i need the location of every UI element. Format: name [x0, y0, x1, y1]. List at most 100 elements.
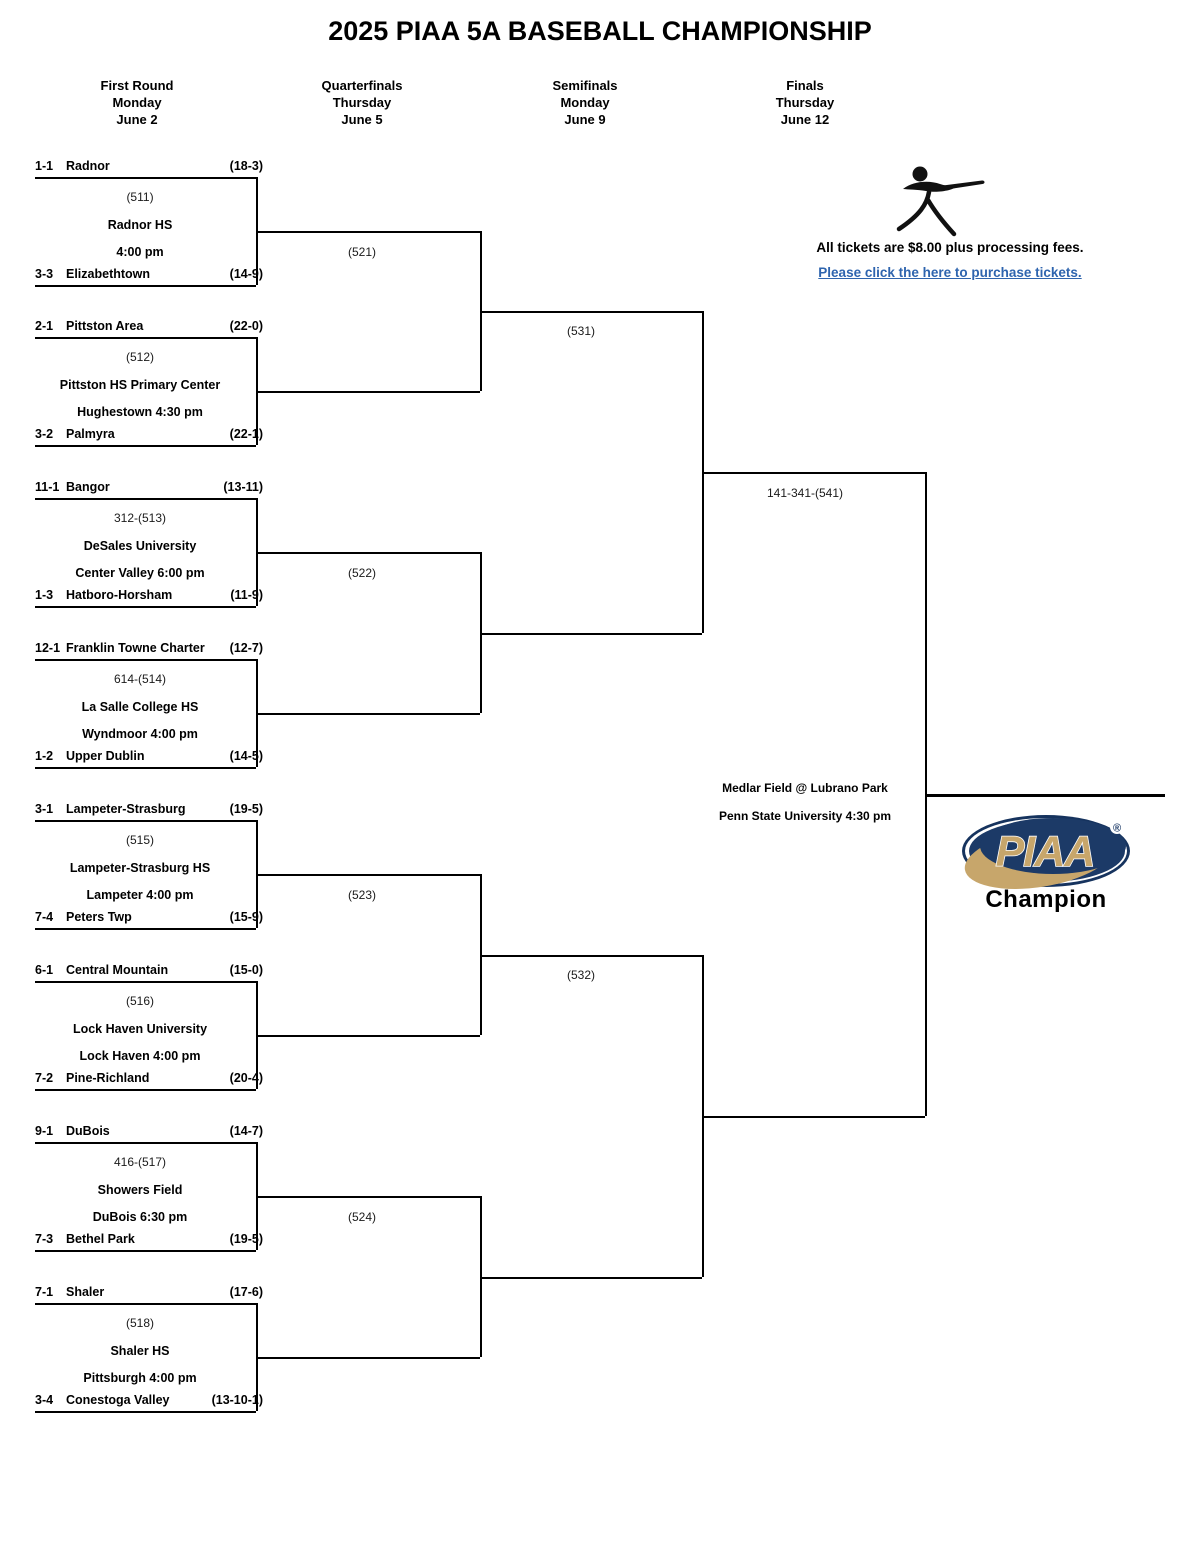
round-header-date: June 9: [564, 112, 606, 127]
game-venue: Pittston HS Primary Center: [59, 378, 221, 392]
game-time: Wyndmoor 4:00 pm: [82, 727, 198, 741]
team-name: Elizabethtown: [66, 267, 151, 281]
team-name: DuBois: [66, 1124, 110, 1138]
winner-advance-line: [256, 231, 480, 233]
team-name: Pine-Richland: [66, 1071, 150, 1085]
winner-advance-line: [256, 874, 480, 876]
team-name: Franklin Towne Charter: [66, 641, 205, 655]
winner-advance-line: [702, 472, 925, 474]
team-name: Radnor: [66, 159, 110, 173]
game-time: DuBois 6:30 pm: [92, 1210, 188, 1224]
game-time: Center Valley 6:00 pm: [75, 566, 205, 580]
game-venue: Lock Haven University: [72, 1022, 208, 1036]
team-row: 7-3 Bethel Park (19-5): [35, 1232, 263, 1247]
game-time: Pittsburgh 4:00 pm: [83, 1371, 197, 1385]
team-seed: 7-3: [35, 1232, 54, 1246]
team-name: Peters Twp: [66, 910, 132, 924]
winner-advance-line: [480, 311, 702, 313]
game-number: 416-(517): [113, 1155, 167, 1169]
final-time: Penn State University 4:30 pm: [718, 809, 892, 823]
round-header-date: June 5: [341, 112, 383, 127]
matchup-bottom-line: [35, 1089, 256, 1091]
team-record: (13-10-1): [211, 1393, 263, 1407]
team-seed: 7-4: [35, 910, 54, 924]
team-name: Upper Dublin: [66, 749, 145, 763]
team-seed: 3-1: [35, 802, 54, 816]
game-number: (511): [126, 190, 154, 204]
matchup-bottom-line: [35, 1411, 256, 1413]
round-header-date: June 12: [780, 112, 830, 127]
team-name: Bethel Park: [66, 1232, 135, 1246]
matchup-top-line: [35, 337, 256, 339]
team-row: 7-2 Pine-Richland (20-4): [35, 1071, 263, 1086]
game-venue: Radnor HS: [107, 218, 173, 232]
team-record: (13-11): [223, 480, 263, 494]
matchup-bottom-line: [35, 1250, 256, 1252]
semifinal-game-number: (532): [566, 968, 595, 982]
round-header-label: Semifinals: [552, 78, 618, 93]
team-seed: 11-1: [35, 480, 60, 494]
round-header-day: Thursday: [332, 95, 392, 110]
winner-advance-line: [256, 1196, 480, 1198]
team-record: (19-5): [229, 1232, 263, 1246]
team-seed: 6-1: [35, 963, 54, 977]
matchup-bottom-line: [35, 767, 256, 769]
piaa-logo-text: PIAA: [996, 828, 1095, 876]
team-record: (19-5): [229, 802, 263, 816]
team-record: (20-4): [229, 1071, 263, 1085]
winner-advance-line: [256, 391, 480, 393]
game-number: 312-(513): [113, 511, 167, 525]
team-seed: 3-2: [35, 427, 54, 441]
team-name: Bangor: [66, 480, 110, 494]
game-time: Hughestown 4:30 pm: [77, 405, 203, 419]
winner-advance-line: [256, 552, 480, 554]
team-seed: 3-4: [35, 1393, 54, 1407]
round-header-label: Finals: [786, 78, 824, 93]
game-number: (515): [125, 833, 154, 847]
game-time: Lock Haven 4:00 pm: [79, 1049, 201, 1063]
team-seed: 1-1: [35, 159, 54, 173]
final-game-number: 141-341-(541): [766, 486, 844, 500]
registered-mark: ®: [1113, 823, 1121, 835]
team-row: 3-1 Lampeter-Strasburg (19-5): [35, 802, 263, 817]
game-number: (518): [125, 1316, 154, 1330]
matchup-top-line: [35, 1303, 256, 1305]
ticket-purchase-link[interactable]: Please click the here to purchase ticket…: [818, 265, 1082, 280]
matchup-top-line: [35, 981, 256, 983]
round-header-date: June 2: [116, 112, 158, 127]
champion-label: Champion: [985, 886, 1107, 913]
team-seed: 7-2: [35, 1071, 54, 1085]
game-time: Lampeter 4:00 pm: [86, 888, 194, 902]
quarterfinal-connector: [480, 874, 482, 1035]
team-record: (15-9): [229, 910, 263, 924]
team-seed: 2-1: [35, 319, 54, 333]
team-seed: 3-3: [35, 267, 54, 281]
matchup-top-line: [35, 498, 256, 500]
winner-advance-line: [480, 633, 702, 635]
team-record: (22-1): [229, 427, 263, 441]
team-name: Lampeter-Strasburg: [66, 802, 186, 816]
game-venue: DeSales University: [83, 539, 197, 553]
team-name: Central Mountain: [66, 963, 169, 977]
round-header-day: Monday: [112, 95, 162, 110]
matchup-top-line: [35, 1142, 256, 1144]
winner-advance-line: [702, 1116, 925, 1118]
quarterfinal-game-number: (524): [347, 1210, 376, 1224]
game-venue: La Salle College HS: [81, 700, 199, 714]
team-row: 11-1 Bangor (13-11): [35, 480, 263, 495]
team-seed: 1-3: [35, 588, 54, 602]
team-name: Shaler: [66, 1285, 105, 1299]
